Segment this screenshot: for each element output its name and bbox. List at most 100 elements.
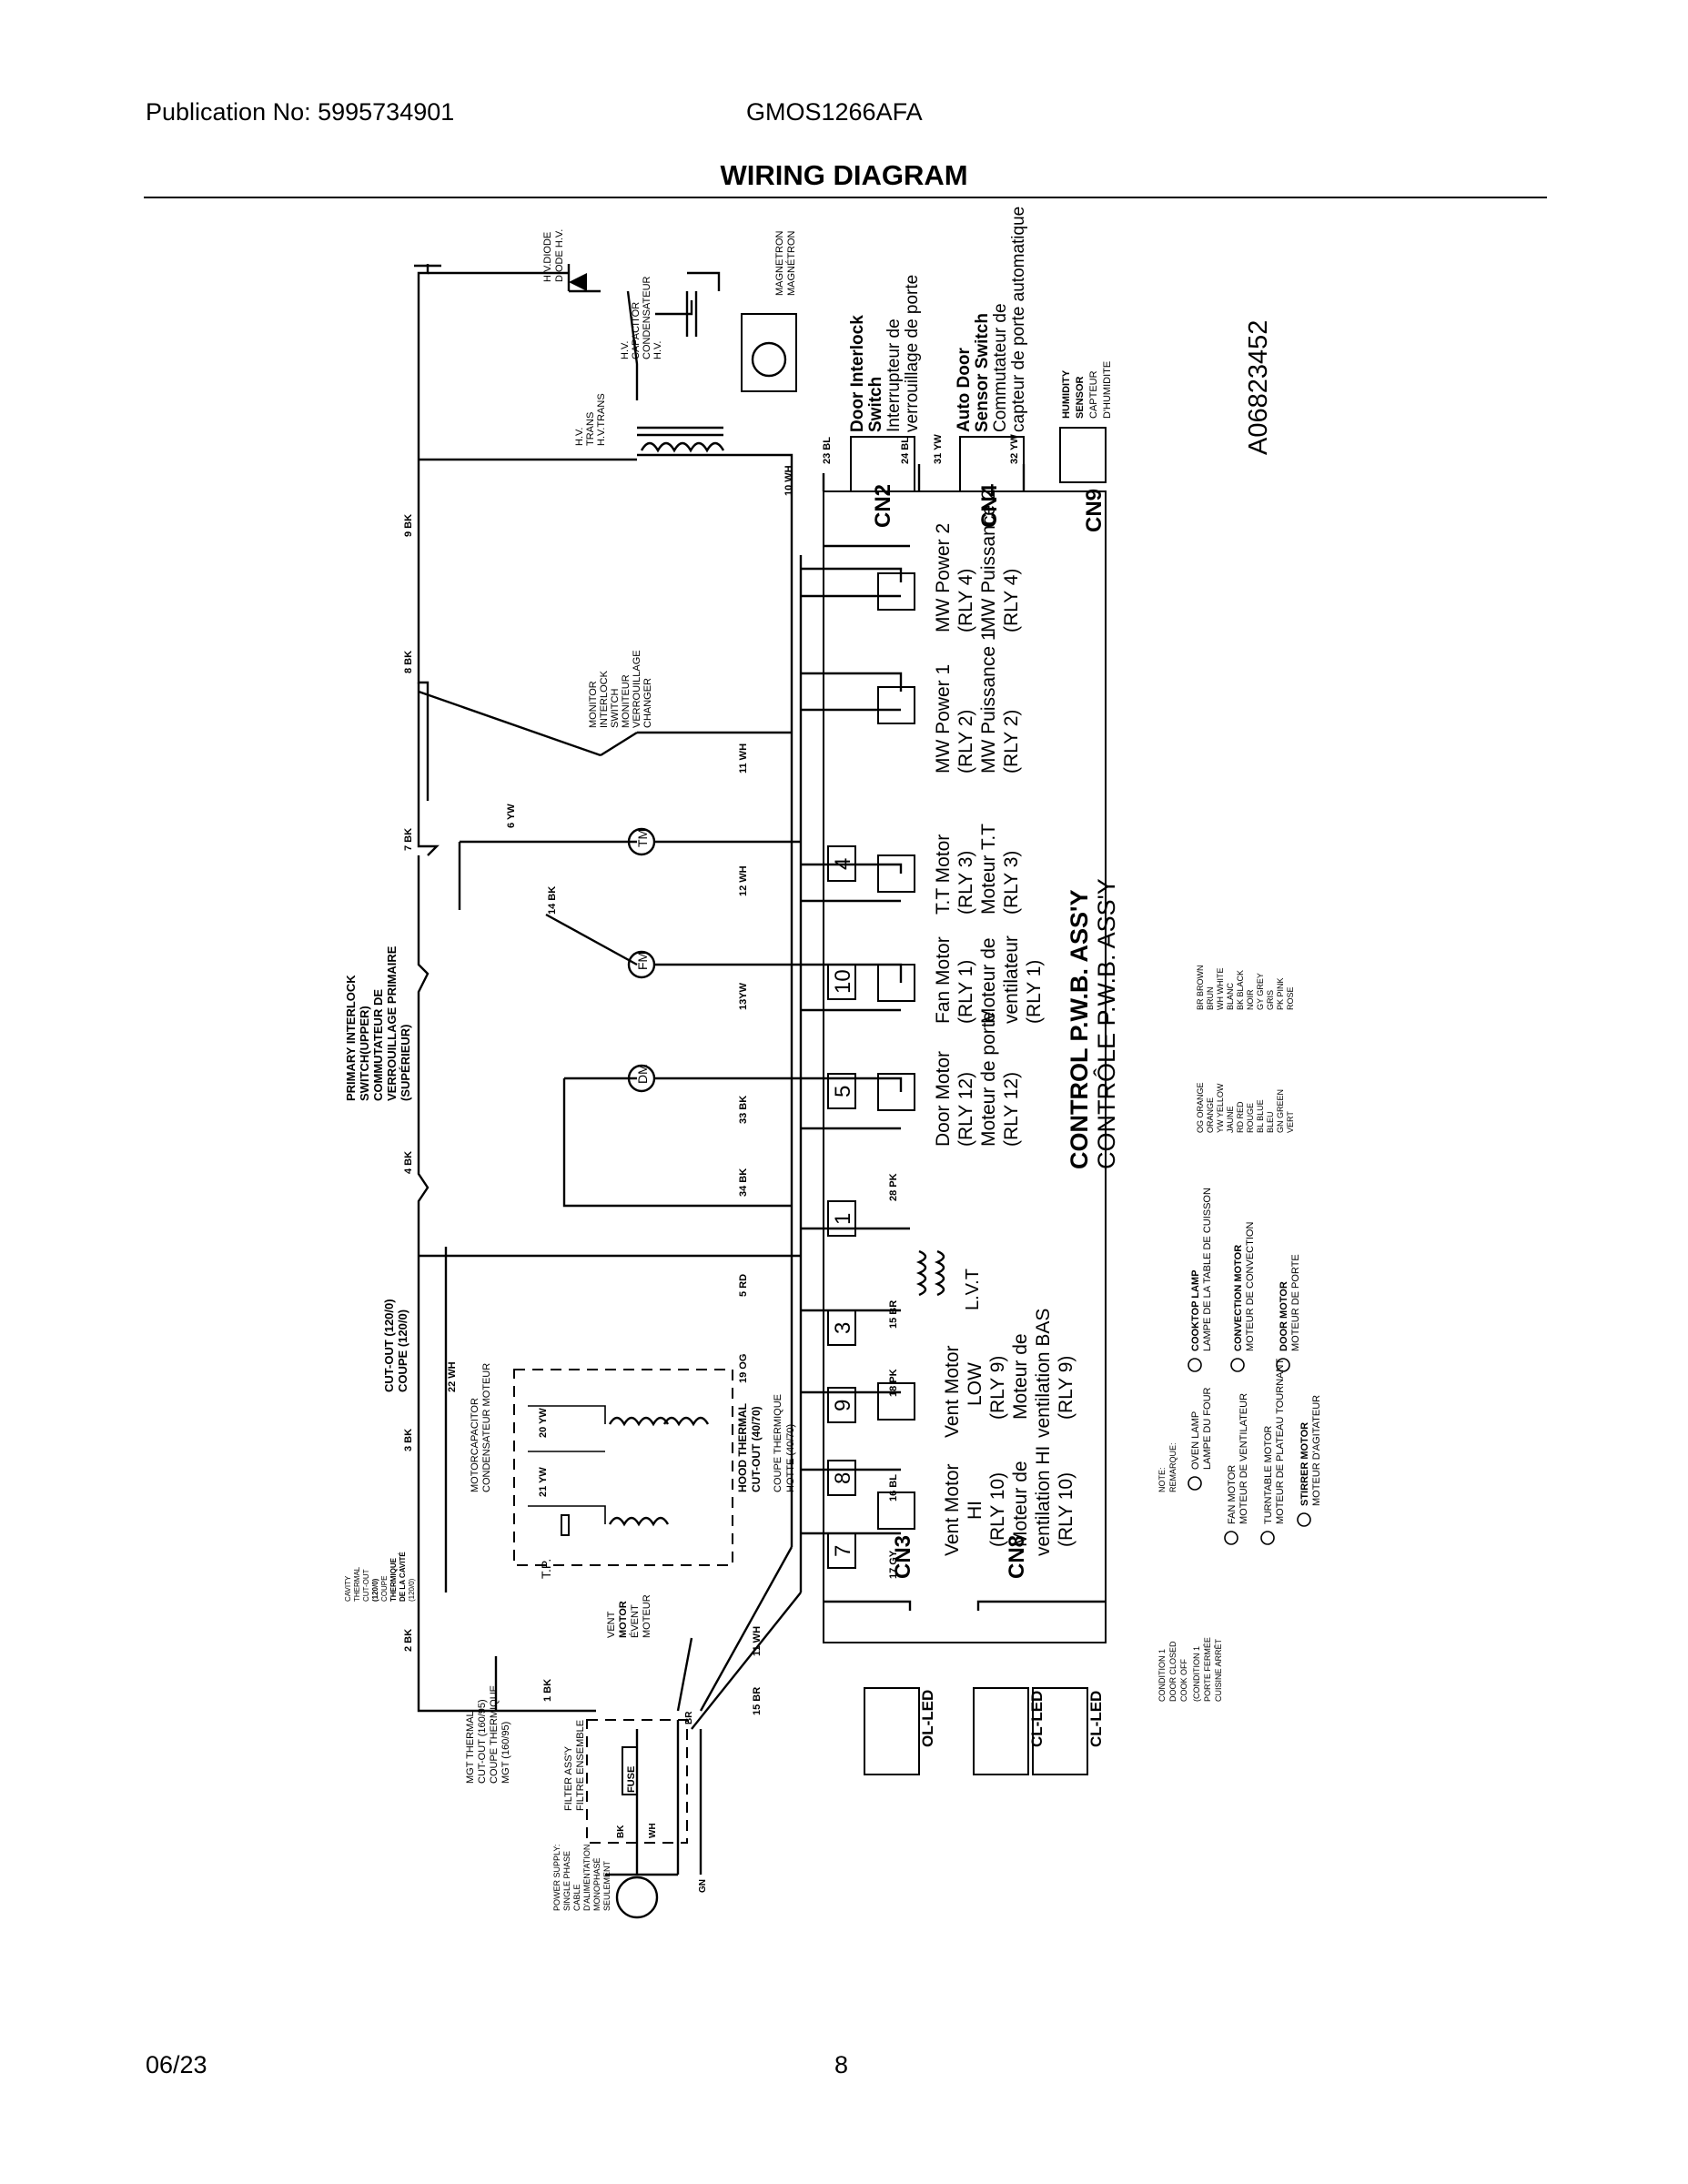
footer-page-number: 8 [834, 2051, 849, 2078]
pin-box-3 [827, 1309, 856, 1346]
relay-vent-hi-code: (RLY 10) [987, 1472, 1008, 1547]
door-interlock-switch-box [850, 436, 915, 492]
hv-diode-label-en: H.V.DIODE [542, 232, 553, 282]
magnetron-label-en: MAGNETRON [774, 230, 785, 296]
primary-interlock-2: SWITCH(UPPER) [358, 1006, 371, 1101]
color-b-1: BR BROWN [1196, 966, 1205, 1011]
relay-tt-motor-code: (RLY 3) [955, 851, 976, 915]
wire-label-8bk: 8 BK [403, 651, 414, 673]
wires [414, 264, 1106, 1876]
color-b-3: WH WHITE [1216, 968, 1225, 1011]
wire-label-23bl: 23 BL [822, 437, 833, 464]
wire-label-12wh: 12 WH [738, 865, 749, 896]
lvt-label: L.V.T [963, 1269, 983, 1310]
vent-motor-2: MOTOR [618, 1601, 629, 1638]
hv-capacitor-label-4: H.V. [652, 341, 663, 359]
legend-ol-en: OVEN LAMP [1190, 1411, 1201, 1470]
legend-tm-icon [1260, 1531, 1275, 1545]
relay-mw-power-1-fr-1: MW Puissance 1 [978, 630, 999, 774]
hood-thermal-4: HOTTE (40/70) [785, 1424, 796, 1492]
wire-label-11wh-b: 11 WH [752, 1626, 763, 1656]
model-number: GMOS1266AFA [746, 98, 923, 126]
relay-vent-low-title: Vent Motor [942, 1345, 963, 1438]
primary-interlock-4: VERROUILLAGE PRIMAIRE [385, 945, 399, 1101]
hood-thermal-2: CUT-OUT (40/70) [750, 1406, 763, 1492]
legend-tm-en: TURNTABLE MOTOR [1263, 1426, 1274, 1524]
legend-sm-icon [1297, 1512, 1311, 1527]
legend-cl-icon [1188, 1358, 1202, 1372]
monitor-label-4: MONITEUR [621, 674, 632, 728]
wire-label-33bk: 33 BK [738, 1096, 749, 1124]
fuse-label: FUSE [626, 1766, 637, 1793]
legend-cm-icon [1230, 1358, 1245, 1372]
relay-fan-motor-title: Fan Motor [933, 936, 954, 1024]
filter-assembly-box [586, 1719, 688, 1844]
color-a-3: YW YELLOW [1216, 1083, 1225, 1133]
mgt-thermal-1: MGT THERMAL [465, 1711, 476, 1784]
relay-mw-power-2-code: (RLY 4) [955, 569, 976, 632]
wire-label-19og: 19 OG [738, 1354, 749, 1383]
door-interlock-fr-2: verrouillage de porte [903, 275, 922, 432]
primary-interlock-3: COMMUTATEUR DE [371, 989, 385, 1101]
legend-sm-en: STIRRER MOTOR [1299, 1422, 1310, 1506]
condition-6: CUISINE ARRÊT [1214, 1638, 1223, 1702]
power-wire-wh: WH [648, 1823, 658, 1838]
hv-components [569, 273, 797, 453]
ol-led-block [864, 1687, 920, 1775]
pin-label-5: 5 [831, 1086, 855, 1097]
relay-door-motor-fr-1: Moteur de porte [978, 1012, 999, 1147]
thermal-protector-label: T.P. [539, 1559, 553, 1579]
led-connectors: OL-LED CL-LED CL-LED [864, 1687, 1105, 1775]
wire-label-14bk: 14 BK [547, 886, 558, 915]
relay-door-motor-fr-2: (RLY 12) [1001, 1072, 1022, 1147]
door-motor-symbol [627, 1064, 656, 1093]
magnetron-label-fr: MAGNÉTRON [785, 230, 797, 296]
relay-mw-power-2-title: MW Power 2 [933, 523, 954, 632]
color-b-8: GRIS [1266, 990, 1275, 1010]
humidity-en-1: HUMIDITY [1061, 369, 1072, 419]
color-a-5: RD RED [1236, 1101, 1245, 1133]
mgt-thermal-2: CUT-OUT (160/95) [477, 1699, 488, 1784]
color-b-9: PK PINK [1276, 977, 1285, 1010]
relay-vent-low-sub: LOW [965, 1362, 986, 1406]
condition-4: (CONDITION 1 [1192, 1646, 1201, 1702]
relay-fan-motor-fr-3: (RLY 1) [1024, 960, 1045, 1024]
door-interlock-title-2: Switch [866, 377, 885, 432]
legend-cl-fr: LAMPE DE LA TABLE DE CUISSON [1202, 1188, 1213, 1351]
color-b-10: ROSE [1286, 986, 1295, 1010]
publication-number: Publication No: 5995734901 [146, 98, 455, 126]
connector-cn9: CN9 [1082, 489, 1107, 532]
auto-door-title-2: Sensor Switch [973, 313, 992, 432]
power-supply-2: SINGLE PHASE [562, 1851, 571, 1911]
humidity-fr-1: CAPTEUR [1088, 370, 1099, 419]
cutout-label-en: CUT-OUT (120/0) [382, 1299, 396, 1392]
legend-fm-fr: MOTEUR DE VENTILATEUR [1238, 1393, 1249, 1524]
door-interlock-title-1: Door Interlock [848, 315, 867, 432]
cl-led-block-1 [973, 1687, 1029, 1775]
wire-label-9bk: 9 BK [403, 514, 414, 537]
cl-led-label-2: CL-LED [1087, 1691, 1105, 1747]
vent-motor-3: ÉVENT [629, 1604, 641, 1638]
wire-label-10wh: 10 WH [783, 465, 794, 496]
magnetron-box [741, 313, 797, 392]
legend-note-en: NOTE: [1157, 1467, 1167, 1492]
auto-door-switch-box [959, 436, 1025, 492]
auto-door-title-1: Auto Door [955, 348, 974, 432]
magnetron-symbol [751, 341, 787, 378]
color-a-6: ROUGE [1246, 1103, 1255, 1133]
pin-label-1: 1 [831, 1213, 855, 1225]
color-b-5: BK BLACK [1236, 970, 1245, 1010]
board-title-en: CONTROL P.W.B. ASS'Y [1066, 890, 1093, 1169]
relay-vent-hi-fr-2: ventilation HI [1033, 1446, 1054, 1556]
mgt-thermal-3: COUPE THERMIQUE [489, 1685, 500, 1784]
cavity-thermal-5: COUPE [380, 1576, 389, 1602]
vent-motor-coils [528, 1405, 710, 1536]
ol-led-label: OL-LED [919, 1690, 936, 1747]
power-supply-1: POWER SUPPLY: [552, 1845, 561, 1911]
legend-sm-fr: MOTEUR D'AGITATEUR [1311, 1395, 1322, 1506]
relay-vent-hi-sub: HI [965, 1501, 986, 1520]
power-supply-4: D'ALIMENTATION [582, 1845, 591, 1911]
relay-tt-motor-title: T.T Motor [933, 834, 954, 915]
connector-cn3: CN3 [891, 1535, 915, 1579]
